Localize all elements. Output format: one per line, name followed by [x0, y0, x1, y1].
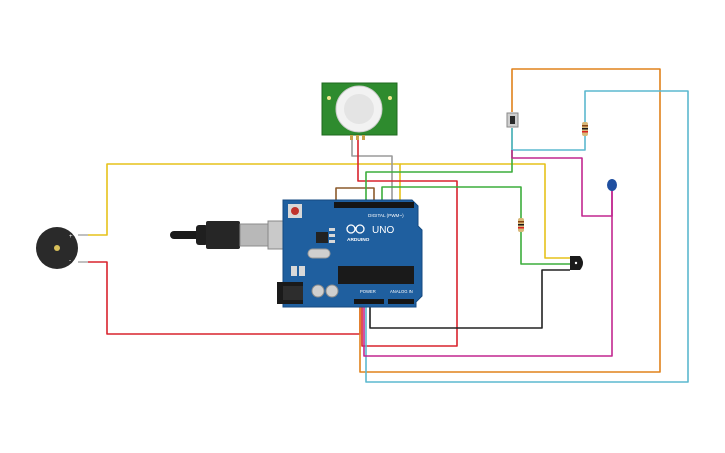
- temperature-sensor-mark: [574, 261, 578, 265]
- wire-yellow-sensor[interactable]: [400, 163, 570, 259]
- analog-header-label: ANALOG IN: [390, 289, 413, 294]
- usb-plug-housing: [206, 221, 240, 249]
- power-header-label: POWER: [360, 289, 376, 294]
- pir-pot-left: [327, 96, 331, 100]
- ceramic-capacitor[interactable]: [607, 179, 617, 191]
- resistor-mid-band-2: [518, 224, 524, 226]
- resistor-mid[interactable]: [518, 218, 524, 232]
- buzzer-plus-mark: +: [69, 234, 73, 240]
- reset-button-cap[interactable]: [291, 207, 299, 215]
- voltage-regulator-2: [299, 266, 305, 276]
- resistor-mid-band-1: [518, 221, 524, 223]
- digital-header[interactable]: [334, 202, 414, 208]
- power-header[interactable]: [354, 299, 384, 304]
- pir-pin-vcc: [362, 135, 365, 140]
- crystal-oscillator: [307, 248, 331, 259]
- resistor-top-band-1: [582, 125, 588, 127]
- usb-cord: [170, 231, 200, 239]
- arduino-brand: ARDUINO: [347, 237, 370, 243]
- wire-gray-pir[interactable]: [351, 138, 393, 204]
- arduino-logo-icon: [346, 224, 365, 234]
- usb-cable[interactable]: [170, 220, 303, 250]
- push-button-cap[interactable]: [510, 116, 515, 124]
- wire-magenta-cap[interactable]: [363, 190, 613, 357]
- push-button[interactable]: [506, 112, 519, 128]
- wire-magenta-button[interactable]: [511, 150, 613, 217]
- digital-header-label: DIGITAL (PWM~): [368, 213, 404, 218]
- pir-motion-sensor[interactable]: [321, 82, 398, 140]
- wire-red-pir[interactable]: [357, 138, 458, 347]
- pir-pin-out: [356, 135, 359, 140]
- capacitor-body: [607, 179, 617, 191]
- analog-header[interactable]: [388, 299, 414, 304]
- wire-green-button[interactable]: [365, 128, 513, 204]
- wire-yellow-buzzer[interactable]: [88, 163, 401, 236]
- wire-brown[interactable]: [335, 187, 375, 204]
- resistor-mid-band-3: [518, 227, 524, 229]
- usb-chip: [316, 232, 328, 243]
- piezo-buzzer[interactable]: + -: [36, 227, 88, 269]
- wire-cyan-top[interactable]: [365, 90, 689, 383]
- resistor-top-band-3: [582, 131, 588, 133]
- pir-dome-inner: [344, 94, 374, 124]
- pir-pot-right: [388, 96, 392, 100]
- wire-black[interactable]: [369, 269, 570, 329]
- atmega-chip: [338, 266, 414, 284]
- usb-strain-relief: [196, 225, 208, 245]
- buzzer-minus-mark: -: [69, 258, 71, 264]
- wire-green-resistor[interactable]: [381, 186, 522, 219]
- pir-pin-gnd: [350, 135, 353, 140]
- led-l: [329, 240, 335, 243]
- usb-plug-metal: [239, 223, 269, 247]
- led-rx: [329, 234, 335, 237]
- board-capacitor-1: [311, 284, 325, 298]
- wire-green-sensor[interactable]: [520, 232, 570, 265]
- temperature-sensor[interactable]: [570, 256, 583, 270]
- arduino-uno[interactable]: DIGITAL (PWM~) ARDUINO UNO POWER ANALOG …: [277, 199, 423, 308]
- wire-layer: [88, 68, 689, 383]
- voltage-regulator: [291, 266, 297, 276]
- wire-orange[interactable]: [359, 68, 661, 373]
- led-tx: [329, 228, 335, 231]
- resistor-top[interactable]: [582, 122, 588, 136]
- power-jack-body: [283, 286, 303, 300]
- buzzer-center: [54, 245, 60, 251]
- arduino-model: UNO: [372, 225, 394, 236]
- wire-cyan-button[interactable]: [511, 128, 586, 151]
- resistor-top-band-2: [582, 128, 588, 130]
- board-capacitor-2: [325, 284, 339, 298]
